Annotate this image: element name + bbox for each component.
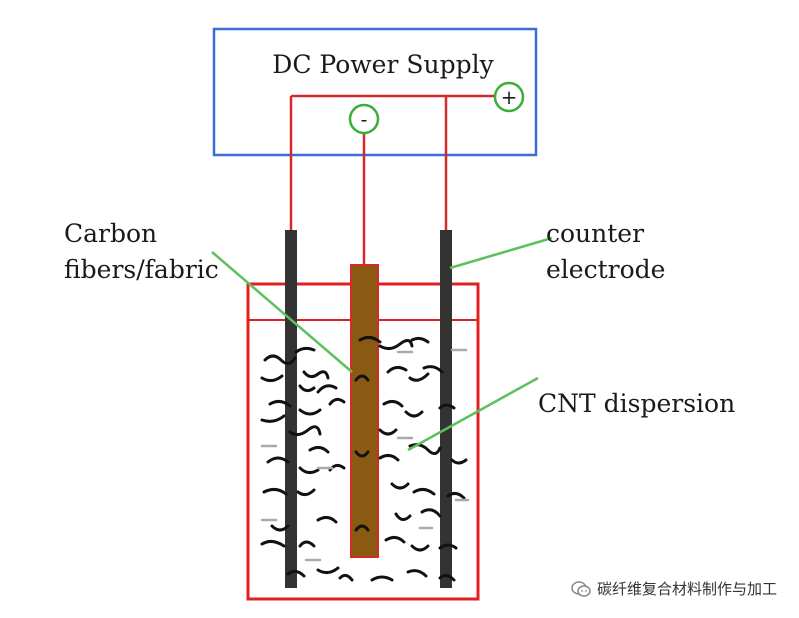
- positive-terminal-icon: [493, 81, 525, 113]
- power-supply-label: DC Power Supply: [272, 50, 494, 79]
- counter-electrode-right: [440, 230, 452, 588]
- label-counter-electrode-line1: counter: [546, 219, 644, 248]
- positive-terminal-symbol: +: [501, 85, 518, 109]
- counter-electrode-left: [285, 230, 297, 588]
- watermark: 碳纤维复合材料制作与加工: [571, 578, 777, 599]
- cnt-particles-faint: [260, 348, 470, 562]
- label-carbon-fibers-line1: Carbon: [64, 219, 157, 248]
- negative-terminal-symbol: -: [361, 107, 368, 131]
- watermark-text: 碳纤维复合材料制作与加工: [596, 580, 777, 598]
- label-carbon-fibers-line2: fibers/fabric: [64, 255, 219, 284]
- pointer-cnt-dispersion: [407, 376, 539, 452]
- power-supply-box: [212, 27, 538, 157]
- pointer-counter-electrode: [449, 236, 553, 270]
- carbon-fiber-electrode: [350, 264, 379, 558]
- label-counter-electrode-line2: electrode: [546, 255, 665, 284]
- cnt-particles: [260, 335, 468, 582]
- label-cnt-dispersion: CNT dispersion: [538, 389, 735, 418]
- pointer-carbon-fibers: [211, 251, 353, 373]
- wechat-icon: [571, 580, 591, 597]
- negative-terminal-icon: [348, 103, 380, 135]
